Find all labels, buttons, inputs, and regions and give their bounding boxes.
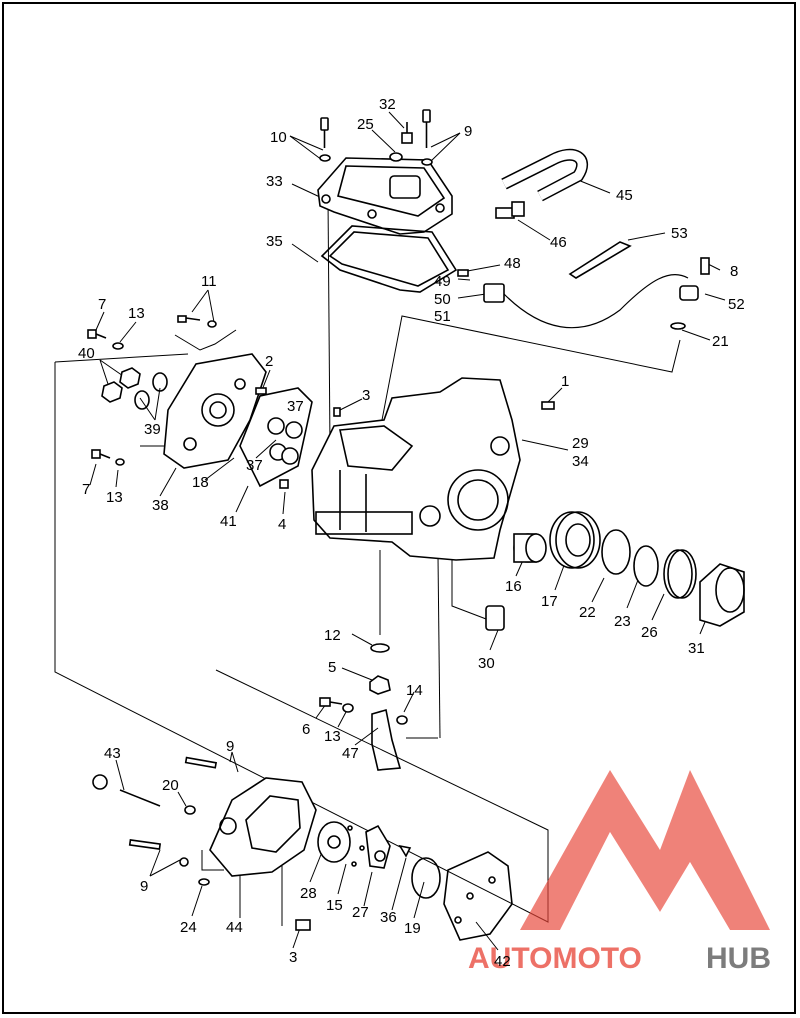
callout-12: 12 [324, 627, 341, 644]
callout-38: 38 [152, 497, 169, 514]
callout-36: 36 [380, 909, 397, 926]
callout-34: 34 [572, 453, 589, 470]
callout-28: 28 [300, 885, 317, 902]
top-cover-part [317, 157, 453, 235]
callout-6: 6 [302, 721, 310, 738]
lower-gasket-part [443, 851, 513, 941]
callout-labels: 10 32 25 9 33 45 46 53 35 48 49 8 50 51 … [78, 96, 745, 970]
watermark-brand-part2: HUB [706, 942, 771, 975]
callout-26: 26 [641, 624, 658, 641]
callout-5: 5 [328, 659, 336, 676]
callout-30: 30 [478, 655, 495, 672]
callout-35: 35 [266, 233, 283, 250]
speed-sensor-part [457, 257, 710, 330]
callout-3: 3 [289, 949, 297, 966]
nuts-and-washers [87, 315, 555, 489]
callout-21: 21 [712, 333, 729, 350]
callout-37: 37 [246, 457, 263, 474]
callout-51: 51 [434, 308, 451, 325]
parts [87, 109, 745, 941]
callout-44: 44 [226, 919, 243, 936]
callout-22: 22 [579, 604, 596, 621]
callout-47: 47 [342, 745, 359, 762]
watermark-logo-mark [520, 770, 770, 930]
callout-31: 31 [688, 640, 705, 657]
callout-41: 41 [220, 513, 237, 530]
callout-15: 15 [326, 897, 343, 914]
callout-10: 10 [270, 129, 287, 146]
callout-37: 37 [287, 398, 304, 415]
callout-33: 33 [266, 173, 283, 190]
callout-9: 9 [226, 738, 234, 755]
callout-19: 19 [404, 920, 421, 937]
callout-43: 43 [104, 745, 121, 762]
callout-13: 13 [324, 728, 341, 745]
callout-7: 7 [98, 296, 106, 313]
callout-9: 9 [140, 878, 148, 895]
callout-29: 29 [572, 435, 589, 452]
callout-4: 4 [278, 516, 286, 533]
callout-7: 7 [82, 481, 90, 498]
cable-tie-part [568, 241, 632, 279]
bearing-stack [513, 511, 745, 627]
callout-24: 24 [180, 919, 197, 936]
cover-gasket-part [320, 225, 458, 293]
callout-9: 9 [464, 123, 472, 140]
callout-23: 23 [614, 613, 631, 630]
lower-cover-part [92, 756, 317, 931]
callout-27: 27 [352, 904, 369, 921]
callout-52: 52 [728, 296, 745, 313]
callout-17: 17 [541, 593, 558, 610]
callout-1: 1 [561, 373, 569, 390]
watermark-brand-part1: AUTOMOTO [468, 942, 642, 975]
callout-39: 39 [144, 421, 161, 438]
callout-2: 2 [265, 353, 273, 370]
callout-3: 3 [362, 387, 370, 404]
callout-45: 45 [616, 187, 633, 204]
drain-and-misc-parts [319, 605, 505, 771]
shift-mechanism-parts [317, 821, 441, 899]
callout-50: 50 [434, 291, 451, 308]
callout-11: 11 [201, 273, 217, 290]
callout-16: 16 [505, 578, 522, 595]
transmission-housing-part [311, 377, 521, 561]
callout-53: 53 [671, 225, 688, 242]
automotohub-watermark: AUTOMOTO HUB [468, 770, 771, 975]
callout-32: 32 [379, 96, 396, 113]
callout-49: 49 [434, 273, 451, 290]
callout-48: 48 [504, 255, 521, 272]
callout-18: 18 [192, 474, 209, 491]
callout-13: 13 [106, 489, 123, 506]
vent-hose-part [501, 148, 589, 202]
callout-25: 25 [357, 116, 374, 133]
side-cover-plate-part [163, 353, 267, 469]
callout-13: 13 [128, 305, 145, 322]
callout-42: 42 [494, 953, 511, 970]
callout-40: 40 [78, 345, 95, 362]
vent-fitting-part [495, 201, 525, 219]
side-gasket-part [239, 387, 313, 488]
callout-20: 20 [162, 777, 179, 794]
cover-bolts [319, 109, 433, 166]
callout-8: 8 [730, 263, 738, 280]
callout-14: 14 [406, 682, 423, 699]
callout-46: 46 [550, 234, 567, 251]
